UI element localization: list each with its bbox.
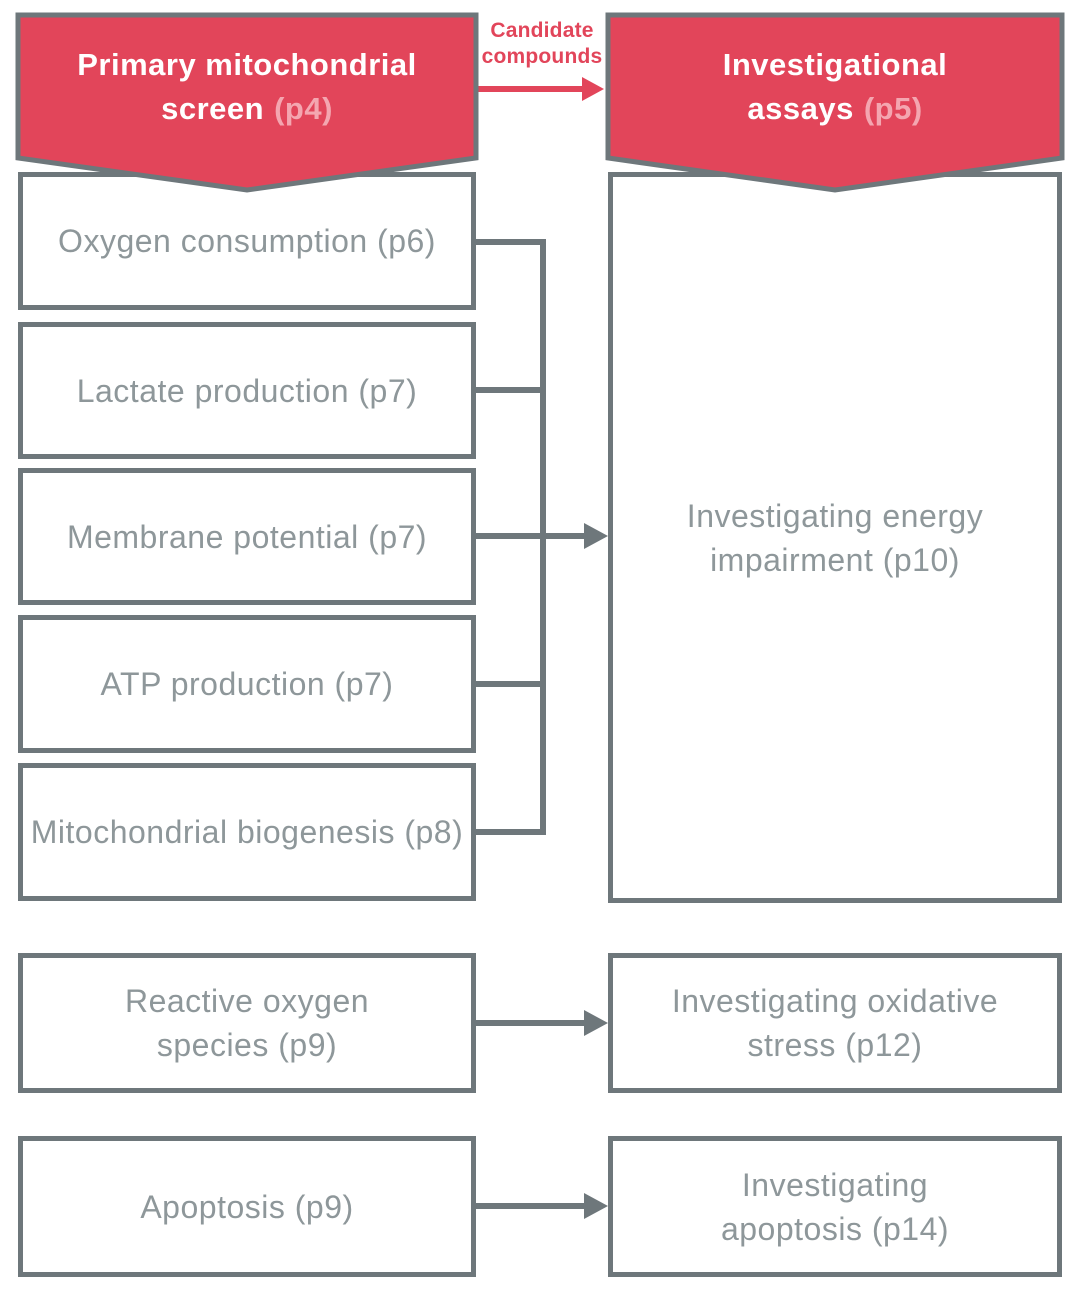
screen-box-label: Mitochondrial biogenesis (p8) [31, 810, 464, 854]
label-line: Candidate [490, 19, 594, 42]
arrow-icon [584, 523, 608, 549]
label-line: Mitochondrial biogenesis (p8) [30, 814, 464, 850]
screen-box-lactate-production: Lactate production (p7) [18, 322, 476, 459]
screen-box-label: Apoptosis (p9) [140, 1185, 353, 1229]
label-line: stress (p12) [747, 1027, 923, 1063]
label-line: Investigating oxidative [671, 983, 999, 1019]
screen-box-label: ATP production (p7) [101, 662, 394, 706]
screen-box-mitochondrial-biogenesis: Mitochondrial biogenesis (p8) [18, 763, 476, 901]
label-line: Oxygen consumption (p6) [58, 223, 436, 259]
assay-box-label: Investigating apoptosis (p14) [721, 1163, 949, 1251]
banner-shape-primary-screen [15, 12, 479, 193]
banner-title-investigational-assays: Investigational assays(p5) [608, 15, 1062, 158]
arrow-icon [584, 1010, 608, 1036]
connector-stub-lactate [476, 387, 546, 393]
screen-box-oxygen-consumption: Oxygen consumption (p6) [18, 172, 476, 310]
label-line: apoptosis (p14) [720, 1210, 950, 1247]
screen-box-reactive-oxygen-species: Reactive oxygen species (p9) [18, 953, 476, 1093]
screen-box-atp-production: ATP production (p7) [18, 615, 476, 753]
connector-stub-atp [476, 681, 546, 687]
banner-line: Primary mitochondrial [77, 46, 417, 82]
screen-box-apoptosis: Apoptosis (p9) [18, 1136, 476, 1277]
label-line: compounds [481, 45, 603, 68]
label-line: Investigating [741, 1166, 929, 1203]
connector-stub-biogenesis [476, 829, 546, 835]
connector-arrow-line-energy [476, 533, 584, 539]
screen-box-membrane-potential: Membrane potential (p7) [18, 468, 476, 605]
arrow-icon [582, 77, 604, 101]
label-line: Apoptosis (p9) [140, 1188, 354, 1225]
label-line: Investigating energy [686, 497, 984, 534]
assay-box-oxidative-stress: Investigating oxidative stress (p12) [608, 953, 1062, 1093]
label-line: Reactive oxygen [124, 983, 370, 1019]
connector-arrow-line-oxidative [476, 1020, 584, 1026]
screen-box-label: Lactate production (p7) [77, 369, 418, 413]
assay-box-label: Investigating energy impairment (p10) [687, 494, 983, 582]
banner-shape-investigational-assays [605, 12, 1065, 193]
label-line: ATP production (p7) [100, 666, 394, 702]
banner-title-primary-screen: Primary mitochondrial screen(p4) [18, 15, 476, 158]
page-ref: (p4) [274, 90, 333, 126]
candidate-arrow-line [478, 86, 582, 92]
screen-box-label: Oxygen consumption (p6) [58, 219, 436, 263]
label-line: Lactate production (p7) [76, 372, 418, 409]
label-line: Membrane potential (p7) [66, 518, 428, 555]
label-line: impairment (p10) [710, 541, 960, 578]
candidate-compounds-label: Candidate compounds [476, 18, 608, 70]
screen-box-label: Reactive oxygen species (p9) [125, 979, 369, 1067]
arrow-icon [584, 1193, 608, 1219]
label-line: species (p9) [156, 1027, 338, 1063]
connector-stub-oxygen [476, 239, 546, 245]
banner-line: Investigational [722, 46, 948, 82]
banner-line: assays(p5) [747, 90, 923, 126]
banner-line: screen(p4) [161, 90, 333, 126]
connector-arrow-line-apoptosis [476, 1203, 584, 1209]
assay-box-label: Investigating oxidative stress (p12) [672, 979, 998, 1067]
screen-box-label: Membrane potential (p7) [67, 515, 427, 559]
assay-box-energy-impairment: Investigating energy impairment (p10) [608, 172, 1062, 903]
page-ref: (p5) [863, 90, 923, 126]
assay-box-apoptosis: Investigating apoptosis (p14) [608, 1136, 1062, 1277]
